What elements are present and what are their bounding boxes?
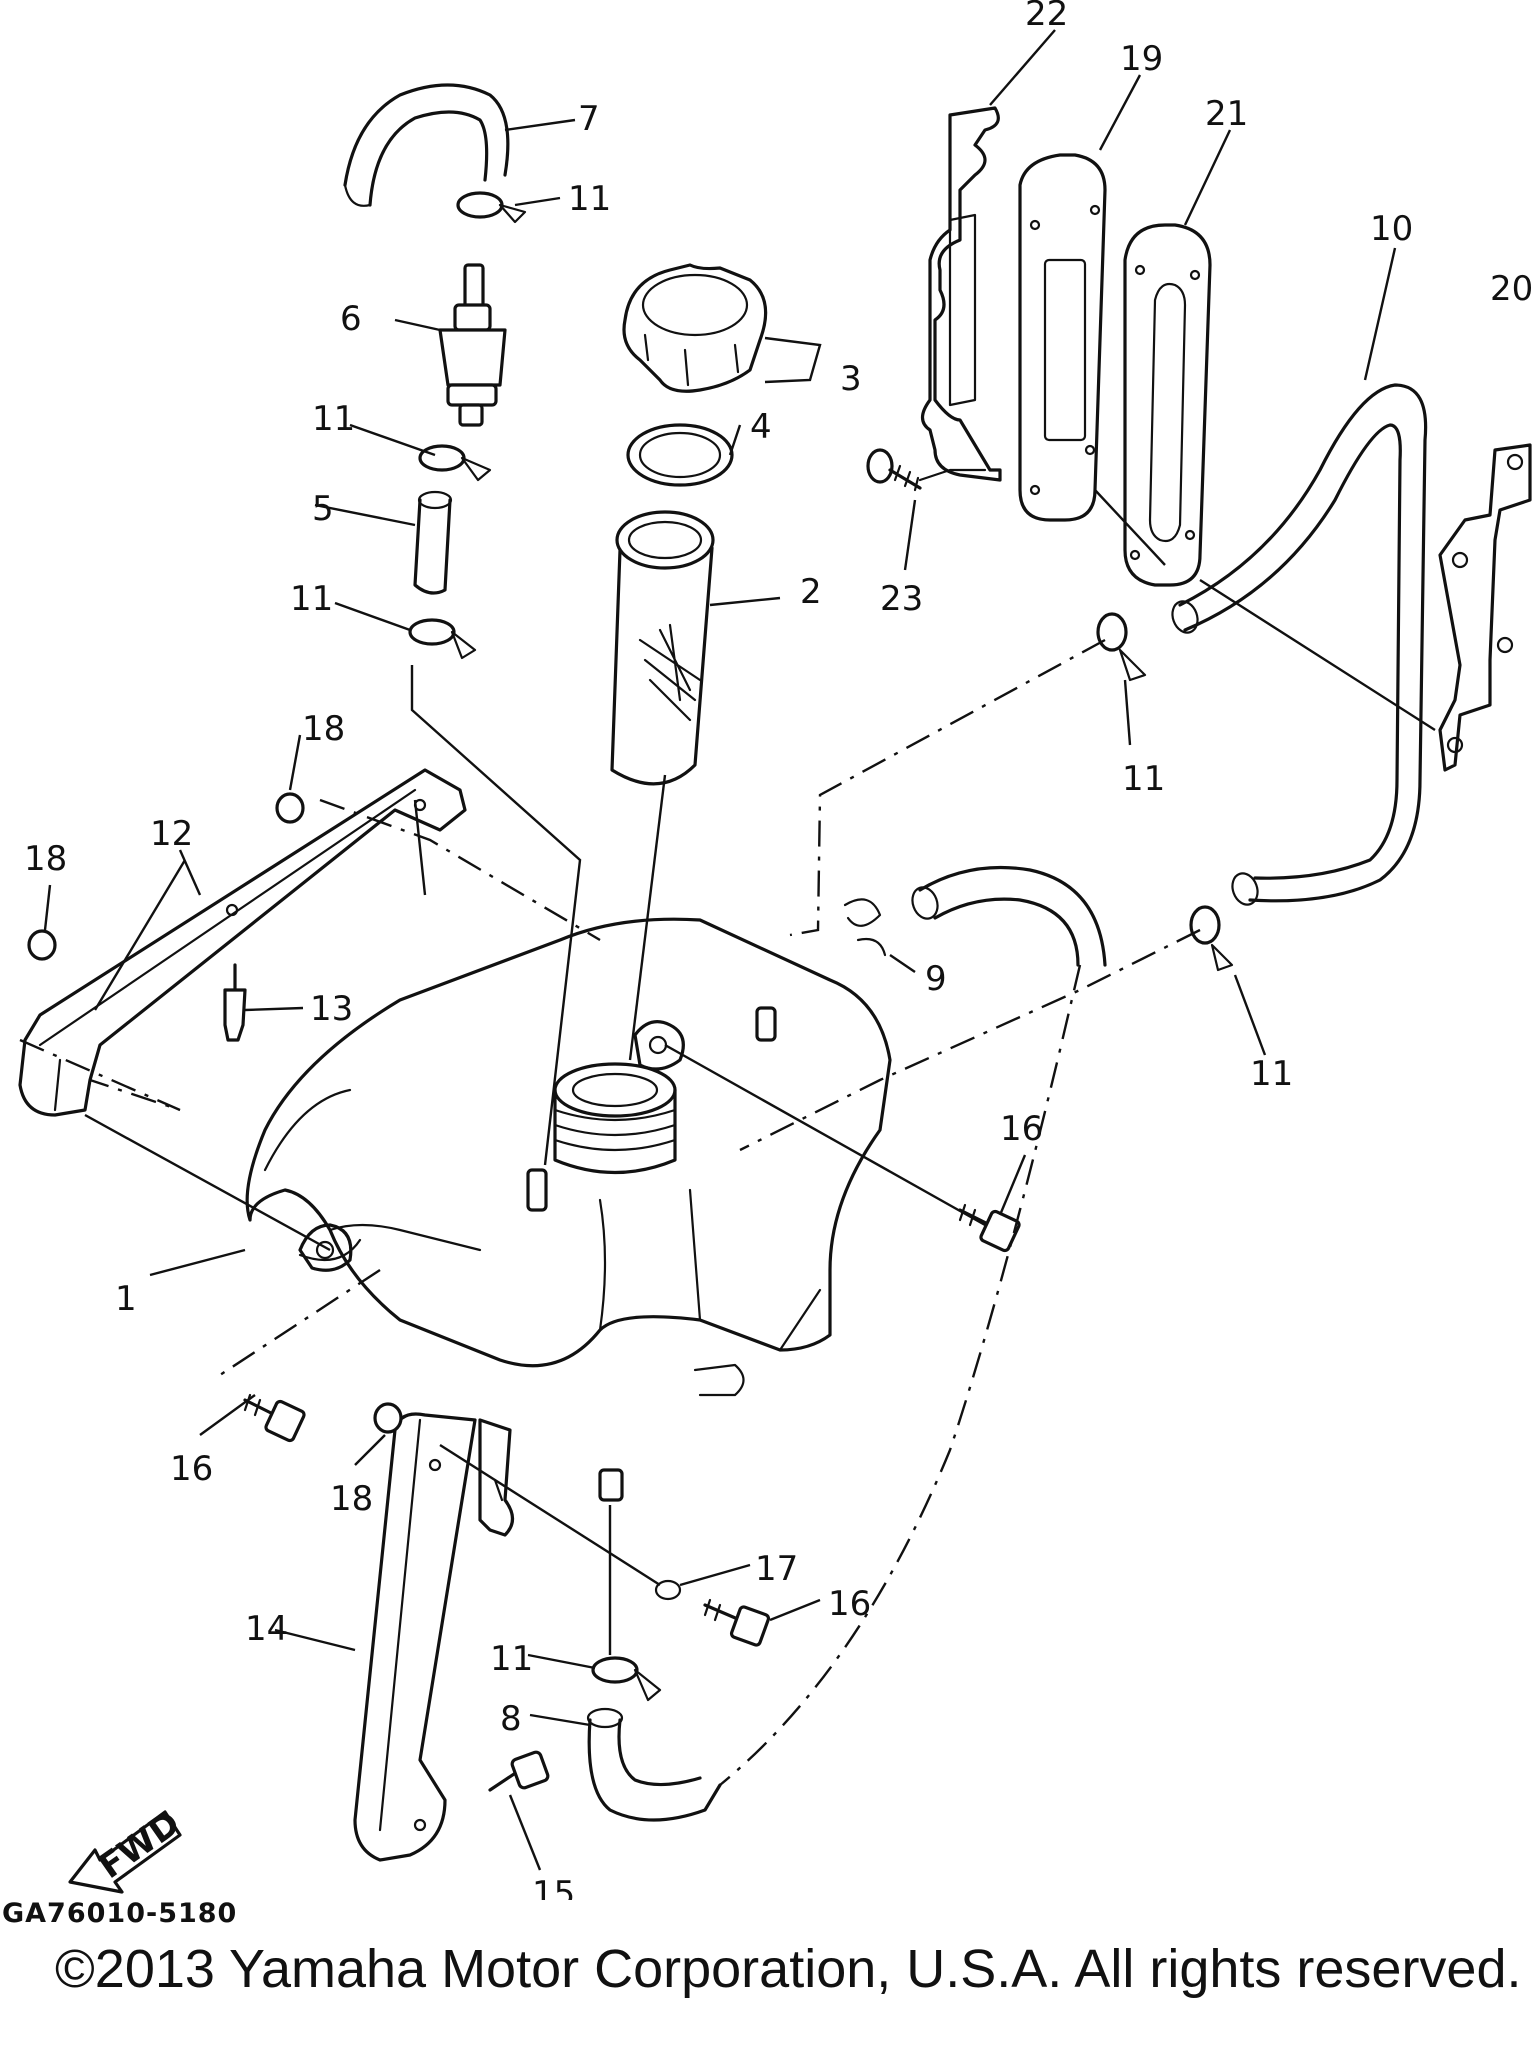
callout-20: 20	[1490, 269, 1533, 309]
callout-6: 6	[340, 299, 362, 339]
part-19-plate	[1018, 153, 1107, 522]
part-9-clip	[843, 898, 887, 957]
part-21-frame	[1123, 223, 1212, 587]
part-12-bracket	[18, 768, 467, 1117]
part-18-nut-a	[275, 792, 305, 824]
part-4-seal	[626, 423, 734, 487]
callout-17: 17	[755, 1549, 798, 1589]
part-18-nut-c	[373, 1402, 403, 1434]
callout-13: 13	[310, 989, 353, 1029]
part-2-filler-screen	[610, 510, 715, 786]
part-11-clamp-a	[456, 191, 527, 224]
callout-16b: 16	[170, 1449, 213, 1489]
callout-11b: 11	[312, 399, 355, 439]
part-16-bolt-c	[703, 1598, 771, 1647]
callout-3: 3	[840, 359, 862, 399]
callout-labels: 22 19 21 10 20 7 11 6 3 4 11 5 11 2 23 1…	[24, 0, 1533, 1900]
fwd-arrow-icon: FWD	[68, 1803, 188, 1894]
callout-10: 10	[1370, 209, 1413, 249]
callout-15: 15	[532, 1874, 575, 1900]
part-22-plate	[920, 106, 1002, 482]
callout-18b: 18	[24, 839, 67, 879]
part-8-hose	[586, 1707, 722, 1822]
part-23-screw	[866, 448, 922, 492]
part-5-hose	[413, 490, 453, 595]
callout-19: 19	[1120, 39, 1163, 79]
part-16-bolt-b	[243, 1393, 306, 1443]
callout-1: 1	[115, 1279, 137, 1319]
parts-diagram: FWD	[18, 0, 1533, 1900]
callout-22: 22	[1025, 0, 1068, 34]
callout-11e: 11	[1250, 1054, 1293, 1094]
callout-11c: 11	[290, 579, 333, 619]
callout-14: 14	[245, 1609, 288, 1649]
callout-4: 4	[750, 407, 772, 447]
part-13-pin	[223, 963, 247, 1042]
part-18-nut-b	[27, 929, 57, 961]
part-11-clamp-b	[418, 444, 492, 482]
part-7-hose	[343, 83, 510, 207]
callout-9: 9	[925, 959, 947, 999]
part-17-washer	[654, 1579, 682, 1601]
part-1-tank	[245, 917, 892, 1502]
part-15-bolt	[488, 1750, 550, 1792]
callout-2: 2	[800, 572, 822, 612]
callout-11f: 11	[490, 1639, 533, 1679]
part-11-clamp-d	[1096, 612, 1147, 682]
callout-23: 23	[880, 579, 923, 619]
part-lower-bracket	[478, 1418, 515, 1537]
callout-7: 7	[578, 99, 600, 139]
part-14-strap	[353, 1412, 477, 1862]
callout-12: 12	[150, 814, 193, 854]
callout-11a: 11	[568, 179, 611, 219]
part-11-clamp-f	[591, 1656, 662, 1702]
callout-8: 8	[500, 1699, 522, 1739]
callout-18a: 18	[302, 709, 345, 749]
callout-18c: 18	[330, 1479, 373, 1519]
part-6-filter	[438, 263, 507, 427]
callout-5: 5	[312, 489, 334, 529]
part-vent-hose	[911, 865, 1107, 967]
callout-16a: 16	[1000, 1109, 1043, 1149]
callout-leaders	[43, 29, 1397, 1871]
assembly-lines	[19, 468, 1436, 1786]
fwd-label: FWD	[92, 1803, 188, 1887]
callout-16c: 16	[828, 1584, 871, 1624]
copyright-notice: ©2013 Yamaha Motor Corporation, U.S.A. A…	[55, 1939, 1522, 1999]
part-20-bracket	[1438, 443, 1532, 772]
callout-11d: 11	[1122, 759, 1165, 799]
part-11-clamp-c	[408, 618, 477, 660]
drawing-code: GA76010-5180	[2, 1898, 238, 1929]
part-11-clamp-e	[1189, 905, 1234, 972]
part-3-cap	[622, 263, 768, 393]
part-10-hose	[1171, 383, 1428, 906]
callout-21: 21	[1205, 94, 1248, 134]
